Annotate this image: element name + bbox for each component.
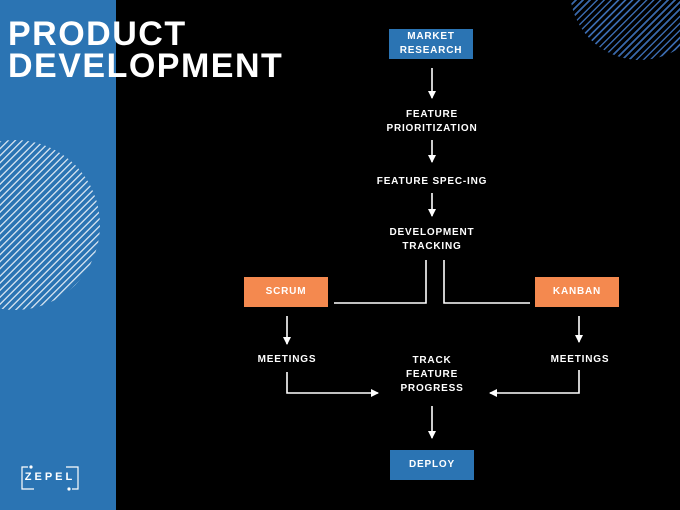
node-market-research: MARKET RESEARCH bbox=[389, 29, 473, 59]
node-scrum: SCRUM bbox=[244, 277, 328, 307]
node-track-feature-progress: TRACK FEATURE PROGRESS bbox=[400, 355, 464, 394]
node-kanban: KANBAN bbox=[535, 277, 619, 307]
node-feature-prioritization: FEATURE PRIORITIZATION bbox=[386, 109, 478, 134]
node-meetings-right: MEETINGS bbox=[550, 354, 610, 365]
connector-tracking-to-kanban bbox=[443, 260, 530, 304]
zepel-logo: ZEPEL bbox=[20, 465, 80, 491]
connector-tracking-to-scrum bbox=[334, 260, 427, 304]
page-title: PRODUCT DEVELOPMENT bbox=[8, 15, 284, 85]
logo-text: ZEPEL bbox=[24, 471, 76, 483]
logo-frame-icon bbox=[21, 465, 79, 491]
node-deploy: DEPLOY bbox=[390, 450, 474, 480]
arrow-meetings-left-to-track bbox=[286, 372, 379, 397]
left-panel bbox=[0, 0, 116, 510]
arrow-meetings-right-to-track bbox=[489, 370, 580, 397]
node-feature-spec: FEATURE SPEC-ING bbox=[376, 176, 488, 187]
node-development-tracking: DEVELOPMENT TRACKING bbox=[389, 227, 475, 252]
node-meetings-left: MEETINGS bbox=[257, 354, 317, 365]
